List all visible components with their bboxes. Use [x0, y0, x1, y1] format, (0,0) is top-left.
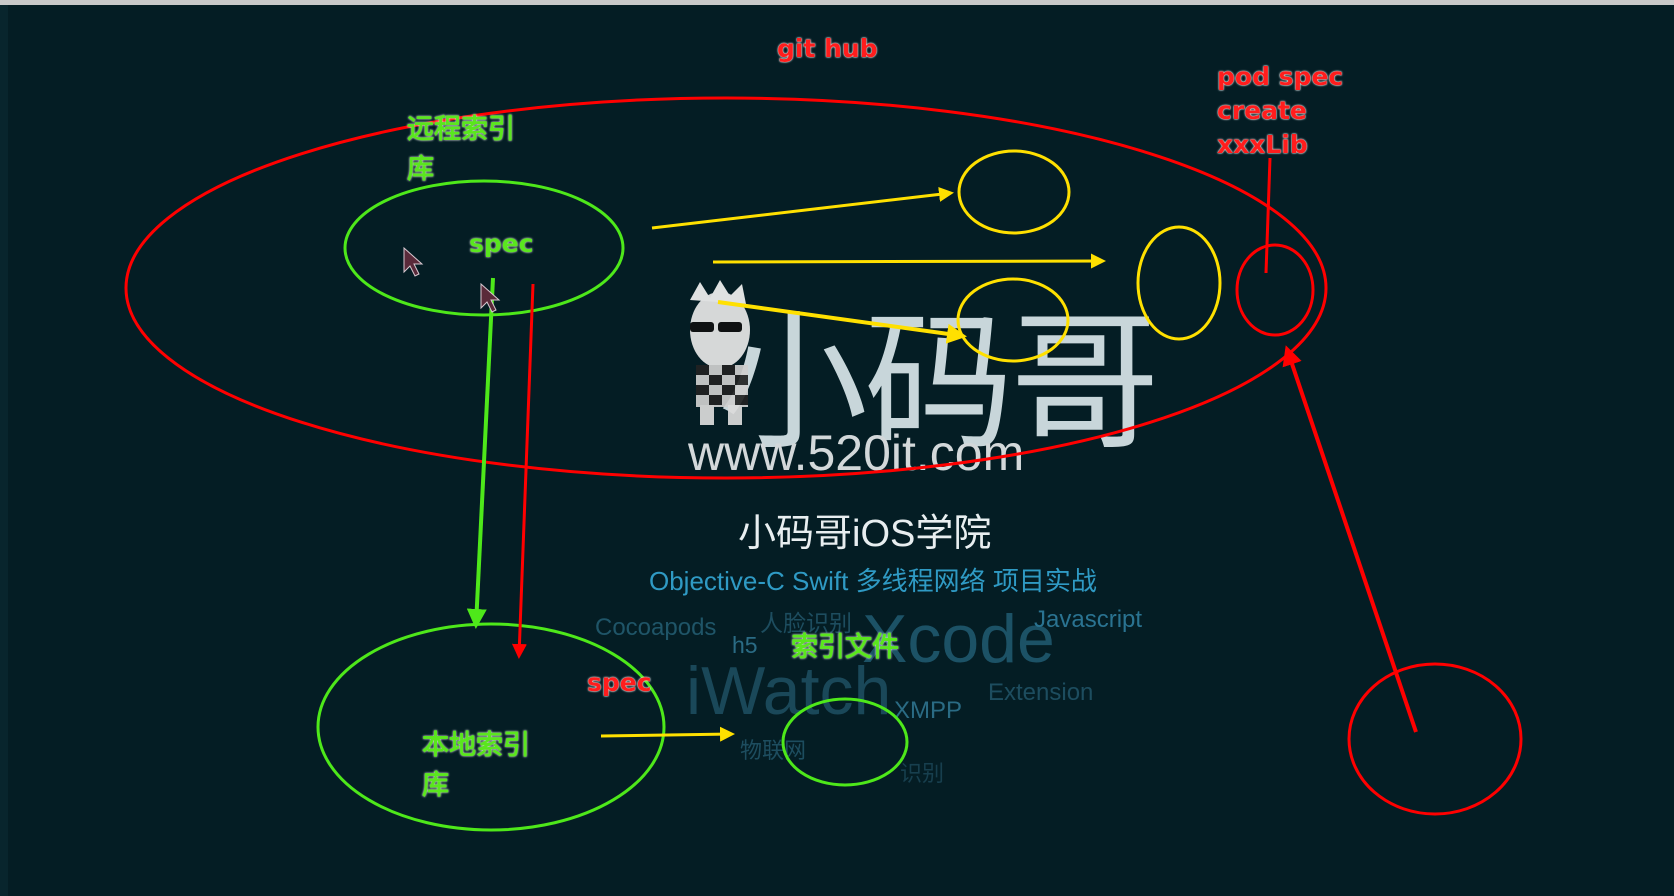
yellow-arrow	[717, 300, 967, 344]
yellow-arrow	[712, 253, 1106, 269]
watermark-tag: h5	[732, 632, 758, 658]
remote-spec-ellipse	[343, 179, 625, 317]
watermark-subjects: Objective-C Swift 多线程网络 项目实战	[649, 566, 1097, 596]
window-top-bar	[0, 0, 1674, 5]
local-index-label-line2: 库	[422, 770, 449, 801]
github-label: git hub	[777, 34, 878, 63]
index-file-ellipse	[781, 697, 909, 787]
pod-spec-label-line2: create	[1217, 96, 1307, 125]
watermark-tag: Javascript	[1034, 606, 1143, 633]
xxxlib-spec-ellipse	[1235, 243, 1315, 337]
yellow-arrow	[600, 726, 735, 742]
pod-spec-label-line1: pod spec	[1217, 62, 1344, 91]
remote-index-label-line1: 远程索引	[407, 114, 515, 145]
watermark-url: www.520it.com	[688, 425, 1025, 481]
remote-index-label-line2: 库	[407, 154, 434, 185]
watermark-tag: 人脸识别	[760, 610, 852, 636]
mouse-cursor-icon	[480, 282, 501, 313]
red-pointer-line	[1264, 157, 1272, 274]
watermark-tag: 物联网	[740, 738, 807, 763]
watermark-tag: XMPP	[894, 697, 963, 724]
spec-ellipse	[956, 277, 1070, 363]
window-left-edge	[0, 5, 8, 896]
index-file-label: 索引文件	[791, 632, 899, 663]
green-arrow	[466, 277, 495, 629]
spec-label: spec	[587, 668, 652, 697]
spec-label: spec	[469, 229, 534, 258]
watermark-academy: 小码哥iOS学院	[738, 513, 992, 555]
watermark-logo-text: 小码哥	[718, 297, 1160, 471]
local-index-ellipse	[316, 622, 666, 832]
github-ellipse	[124, 96, 1328, 480]
spec-ellipse	[1136, 225, 1222, 341]
mascot-icon	[690, 280, 750, 425]
watermark-tag: 识别	[900, 761, 945, 786]
red-arrow	[511, 283, 535, 659]
mouse-cursor-icon	[403, 246, 424, 277]
pod-spec-label-line3: xxxLib	[1217, 130, 1308, 159]
watermark-tag: iWatch	[686, 653, 892, 729]
spec-ellipse	[957, 149, 1071, 235]
watermark-tag: Xcode	[862, 601, 1055, 677]
red-arrow	[1282, 345, 1418, 733]
xxxlib-local-ellipse	[1347, 662, 1523, 816]
watermark-tag: Cocoapods	[595, 614, 717, 641]
local-index-label-line1: 本地索引	[422, 730, 530, 761]
watermark-tag: Extension	[988, 679, 1094, 706]
yellow-arrow	[651, 186, 954, 230]
